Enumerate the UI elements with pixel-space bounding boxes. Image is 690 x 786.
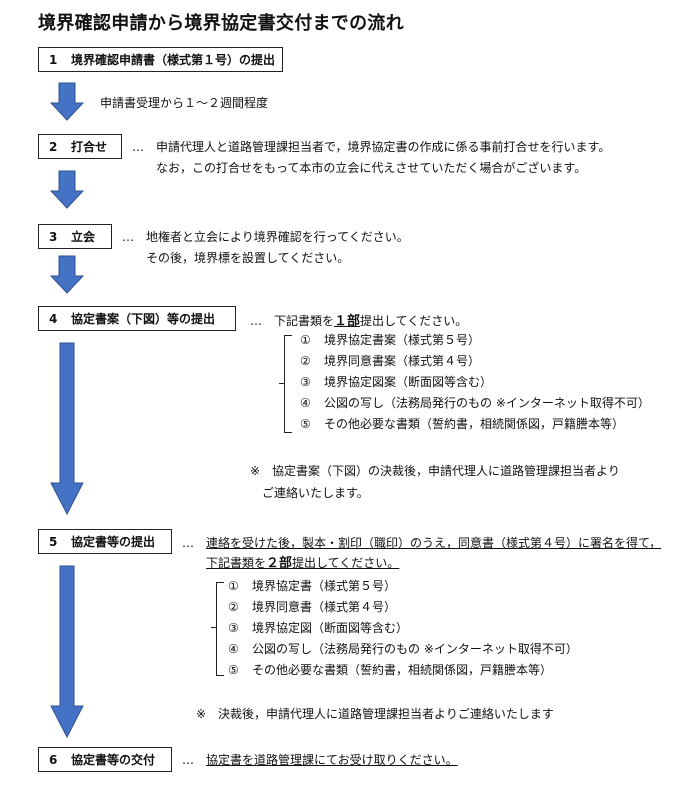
step-3-label: 立会 bbox=[71, 230, 96, 244]
step-3-note-line-1: …地権者と立会により境界確認を行ってください。 bbox=[122, 230, 409, 244]
step-4-copy-count: １部 bbox=[334, 314, 361, 329]
down-arrow-5-6-icon bbox=[50, 565, 84, 739]
step-4-note: …下記書類を１部提出してください。 bbox=[250, 314, 468, 329]
step-2-label: 打合せ bbox=[71, 140, 108, 154]
step-4-box: 4 協定書案（下図）等の提出 bbox=[38, 306, 236, 331]
step-2-note-line-2: なお，この打合せをもって本市の立会に代えさせていただく場合がございます。 bbox=[156, 161, 587, 175]
step-5-label: 協定書等の提出 bbox=[71, 535, 156, 549]
step-3-box: 3 立会 bbox=[38, 224, 112, 249]
ellipsis: … bbox=[250, 314, 262, 328]
step-5-note-line-2: 下記書類を２部提出してください。 bbox=[206, 556, 400, 571]
page-title: 境界確認申請から境界協定書交付までの流れ bbox=[38, 13, 404, 34]
ellipsis: … bbox=[132, 140, 144, 154]
step-3-note-line-2: その後，境界標を設置してください。 bbox=[146, 251, 350, 265]
pickup-location: 道路管理課 bbox=[254, 753, 315, 767]
step-5-note-line-1: …連絡を受けた後，製本・割印（職印）のうえ，同意書（様式第４号）に署名を得て， bbox=[182, 536, 662, 550]
step-1-box: 1 境界確認申請書（様式第１号）の提出 bbox=[38, 47, 283, 72]
step-1-duration-note: 申請書受理から１～２週間程度 bbox=[100, 96, 269, 110]
step-4-label: 協定書案（下図）等の提出 bbox=[71, 312, 216, 326]
step-6-number: 6 bbox=[49, 752, 58, 767]
step-4-remark-line-1: ※ 協定書案（下図）の決裁後，申請代理人に道路管理課担当者より bbox=[250, 464, 620, 478]
step-5-number: 5 bbox=[49, 534, 58, 549]
down-arrow-1-2-icon bbox=[49, 82, 85, 121]
step-6-label: 協定書等の交付 bbox=[71, 753, 156, 767]
down-arrow-3-4-icon bbox=[49, 255, 85, 294]
step-4-number: 4 bbox=[49, 311, 58, 326]
step-5-remark: ※ 決裁後，申請代理人に道路管理課担当者よりご連絡いたします bbox=[196, 707, 554, 721]
down-arrow-2-3-icon bbox=[49, 170, 85, 209]
step-2-note-line-1: …申請代理人と道路管理課担当者で，境界協定書の作成に係る事前打合せを行います。 bbox=[132, 140, 611, 154]
step-5-copy-count: ２部 bbox=[266, 556, 293, 571]
step-4-list-bracket bbox=[284, 335, 292, 433]
step-4-remark-line-2: ご連絡いたします。 bbox=[262, 486, 369, 500]
step-5-box: 5 協定書等の提出 bbox=[38, 529, 172, 554]
step-6-box: 6 協定書等の交付 bbox=[38, 747, 172, 772]
down-arrow-4-5-icon bbox=[50, 342, 84, 516]
step-3-number: 3 bbox=[49, 229, 58, 244]
step-1-label: 境界確認申請書（様式第１号）の提出 bbox=[71, 53, 276, 67]
step-5-list-bracket bbox=[216, 582, 224, 676]
step-2-box: 2 打合せ bbox=[38, 134, 122, 159]
ellipsis: … bbox=[182, 536, 194, 550]
step-1-number: 1 bbox=[49, 52, 58, 67]
ellipsis: … bbox=[122, 230, 134, 244]
step-2-number: 2 bbox=[49, 139, 58, 154]
step-5-list-bracket-tick bbox=[211, 627, 216, 628]
ellipsis: … bbox=[182, 753, 194, 767]
step-6-note: …協定書を道路管理課にてお受け取りください。 bbox=[182, 753, 458, 767]
step-4-list-bracket-tick bbox=[279, 383, 284, 384]
